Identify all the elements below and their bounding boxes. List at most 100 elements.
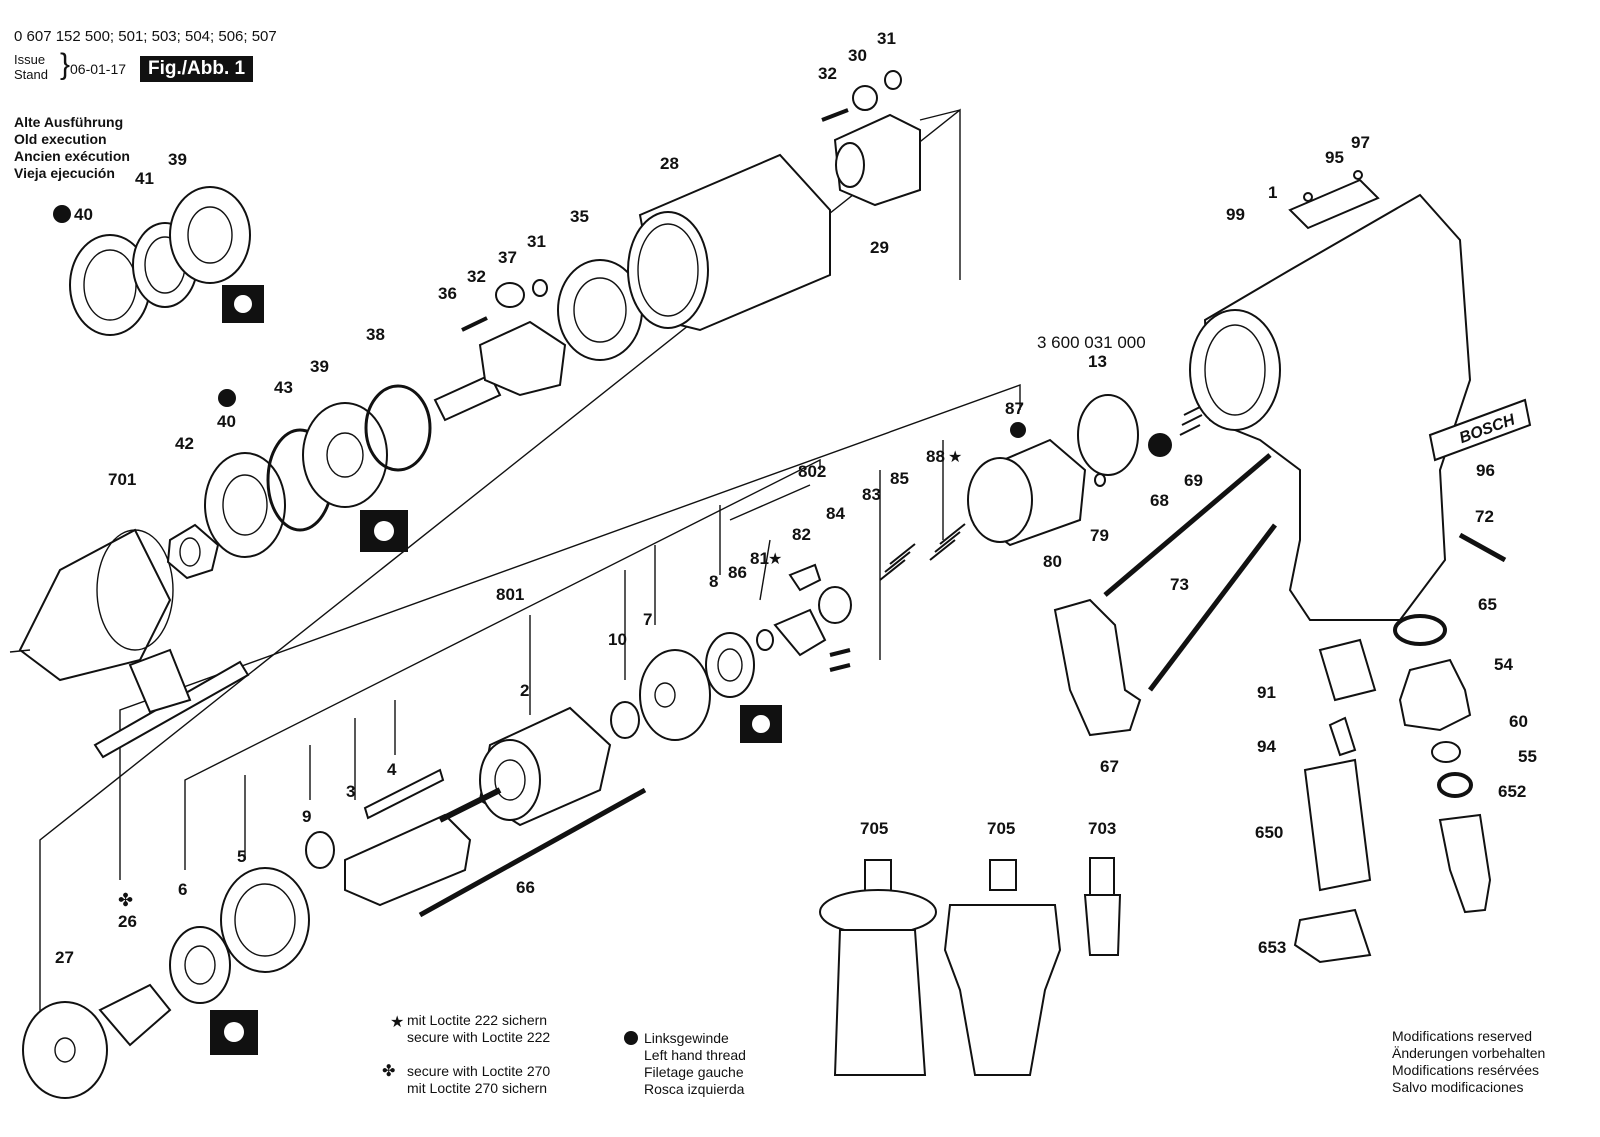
label-82: 82: [792, 525, 811, 544]
label-81: 81: [750, 549, 769, 568]
label-84: 84: [826, 504, 845, 523]
modifications-en: Modifications reserved: [1392, 1028, 1533, 1044]
valve-group: [756, 394, 1205, 672]
left-thread-en: Left hand thread: [644, 1047, 746, 1063]
modifications-fr: Modifications resérvées: [1392, 1062, 1540, 1078]
label-802: 802: [798, 462, 826, 481]
label-67: 67: [1100, 757, 1119, 776]
loctite-270-de: mit Loctite 270 sichern: [407, 1080, 548, 1096]
label-39b: 39: [310, 357, 329, 376]
label-30: 30: [848, 46, 867, 65]
label-26: 26: [118, 912, 137, 931]
label-55: 55: [1518, 747, 1537, 766]
label-54: 54: [1494, 655, 1513, 674]
modifications-de: Änderungen vorbehalten: [1392, 1045, 1546, 1061]
loctite-222-de: mit Loctite 222 sichern: [407, 1012, 548, 1028]
assembly-lines: [39, 108, 1021, 1040]
issue-date: 06-01-17: [70, 61, 127, 77]
label-6: 6: [178, 880, 187, 899]
label-68: 68: [1150, 491, 1169, 510]
star-icon: ★: [390, 1014, 405, 1031]
loctite-270-en: secure with Loctite 270: [407, 1063, 551, 1079]
label-41: 41: [135, 169, 154, 188]
label-87: 87: [1005, 399, 1024, 418]
club-icon: ✤: [382, 1063, 396, 1080]
trigger-lever: [1053, 598, 1142, 737]
label-653: 653: [1258, 938, 1286, 957]
label-88: 88: [926, 447, 945, 466]
issue-label: Issue: [14, 52, 46, 67]
left-thread-note: Linksgewinde Left hand thread Filetage g…: [624, 1030, 746, 1098]
label-13: 13: [1088, 352, 1107, 371]
label-65: 65: [1478, 595, 1497, 614]
label-42: 42: [175, 434, 194, 453]
label-39a: 39: [168, 150, 187, 169]
document-number: 0 607 152 500; 501; 503; 504; 506; 507: [14, 28, 277, 45]
pistol-grip-housing: BOSCH: [1103, 170, 1532, 692]
label-9: 9: [302, 807, 311, 826]
old-execution-parts: [69, 186, 264, 336]
label-27: 27: [55, 948, 74, 967]
side-handles: [819, 857, 1122, 1076]
label-2: 2: [520, 681, 529, 700]
old-execution-es: Vieja ejecución: [14, 165, 115, 181]
star-icon: ★: [768, 551, 782, 568]
label-79: 79: [1090, 526, 1109, 545]
figure-label: Fig./Abb. 1: [140, 56, 254, 82]
label-72: 72: [1475, 507, 1494, 526]
loctite-222-en: secure with Loctite 222: [407, 1029, 551, 1045]
label-37: 37: [498, 248, 517, 267]
housing-group: [557, 153, 831, 361]
rear-bearing-group: [610, 632, 782, 743]
stand-label: Stand: [14, 67, 48, 82]
label-94: 94: [1257, 737, 1276, 756]
end-plate-group: [22, 831, 335, 1099]
label-28: 28: [660, 154, 679, 173]
left-thread-icon: [624, 1031, 638, 1045]
star-icon: ★: [948, 449, 962, 466]
loctite-270-note: ✤ secure with Loctite 270 mit Loctite 27…: [382, 1063, 550, 1097]
label-96: 96: [1476, 461, 1495, 480]
front-bearing-group: [166, 384, 432, 580]
spindle-group: [433, 279, 567, 422]
label-32b: 32: [467, 267, 486, 286]
old-execution-note: Alte Ausführung Old execution Ancien exé…: [14, 114, 130, 182]
label-32a: 32: [818, 64, 837, 83]
label-38: 38: [366, 325, 385, 344]
label-10: 10: [608, 630, 627, 649]
label-3: 3: [346, 782, 355, 801]
label-60: 60: [1509, 712, 1528, 731]
label-8: 8: [709, 572, 718, 591]
label-703: 703: [1088, 819, 1116, 838]
label-73: 73: [1170, 575, 1189, 594]
left-thread-icon: [53, 205, 71, 223]
left-thread-es: Rosca izquierda: [644, 1081, 745, 1097]
label-97: 97: [1351, 133, 1370, 152]
label-5: 5: [237, 847, 246, 866]
label-95: 95: [1325, 148, 1344, 167]
label-40b: 40: [217, 412, 236, 431]
label-1: 1: [1268, 183, 1277, 202]
label-31a: 31: [877, 29, 896, 48]
part-13-reference-number: 3 600 031 000: [1037, 333, 1146, 352]
left-thread-fr: Filetage gauche: [644, 1064, 744, 1080]
left-thread-icon: [218, 389, 236, 407]
label-652: 652: [1498, 782, 1526, 801]
loctite-222-note: ★ mit Loctite 222 sichern secure with Lo…: [390, 1012, 550, 1046]
label-99: 99: [1226, 205, 1245, 224]
label-36: 36: [438, 284, 457, 303]
inlet-group: [1293, 614, 1492, 964]
brace-icon: }: [60, 48, 71, 81]
modifications-es: Salvo modificaciones: [1392, 1079, 1524, 1095]
old-execution-fr: Ancien exécution: [14, 148, 130, 164]
label-4: 4: [387, 760, 397, 779]
label-91: 91: [1257, 683, 1276, 702]
label-7: 7: [643, 610, 652, 629]
old-execution-de: Alte Ausführung: [14, 114, 124, 130]
label-43: 43: [274, 378, 293, 397]
label-69: 69: [1184, 471, 1203, 490]
label-35: 35: [570, 207, 589, 226]
label-66: 66: [516, 878, 535, 897]
